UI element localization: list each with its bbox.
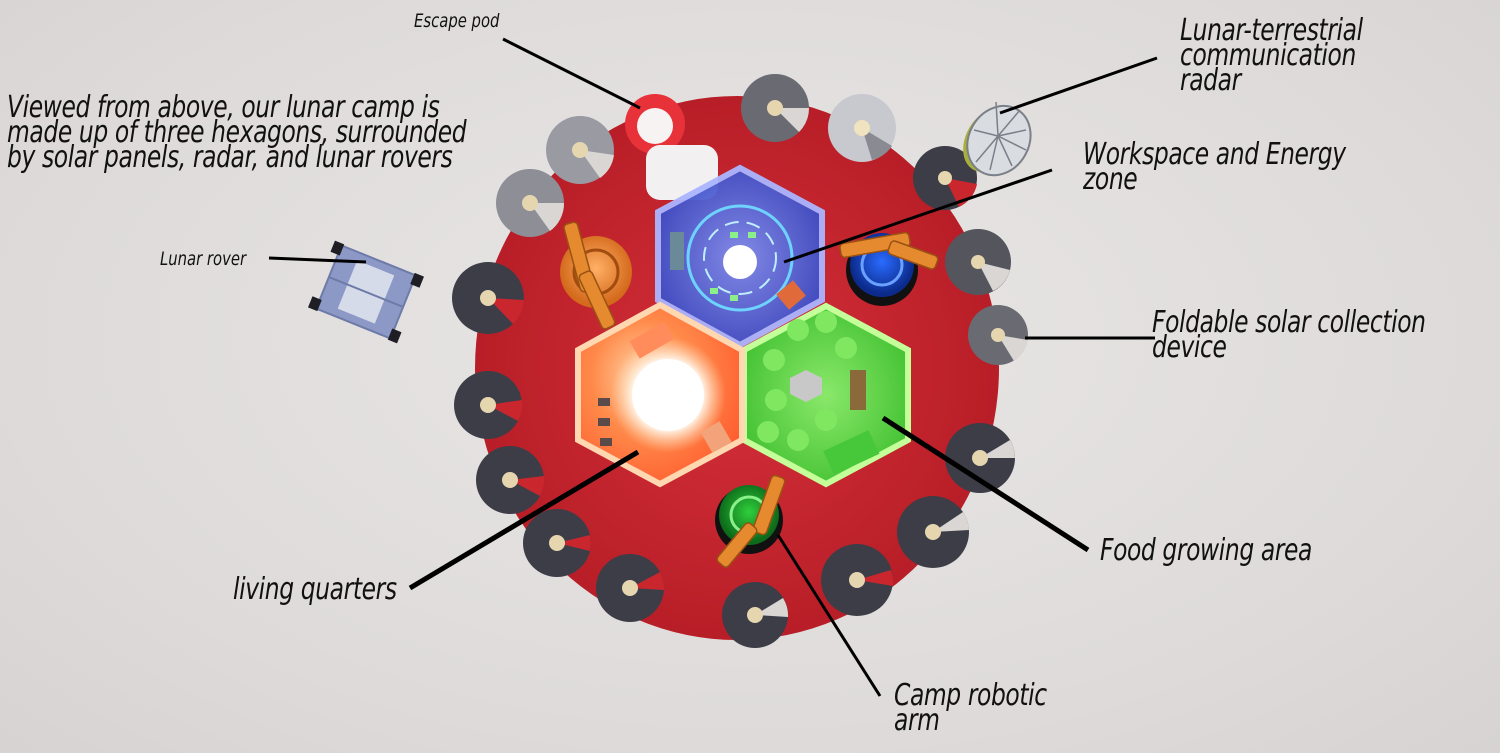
solar-panel: [945, 423, 1015, 493]
description-text: Viewed from above, our lunar camp is mad…: [7, 90, 467, 175]
label-robotic-arm-line: Camp robotic: [894, 678, 1047, 713]
label-radar: Lunar-terrestrial communication radar: [1180, 13, 1363, 98]
leader-lines: [268, 37, 1158, 697]
leader-lunar-rover: [268, 256, 367, 264]
label-workspace-line: Workspace and Energy: [1083, 137, 1346, 172]
solar-panel: [454, 371, 523, 439]
living-module: [575, 301, 745, 488]
leader-robotic-arm: [776, 534, 882, 697]
label-workspace-line: zone: [1083, 162, 1138, 197]
solar-panel: [741, 74, 809, 142]
leader-escape-pod: [502, 37, 641, 110]
solar-panel: [496, 169, 565, 237]
food-module: [741, 302, 911, 488]
label-living: living quarters: [233, 572, 397, 607]
solar-panel-ring: [452, 74, 1028, 648]
solar-panel: [523, 509, 591, 577]
solar-panel: [546, 116, 614, 184]
solar-panel: [828, 94, 896, 162]
label-solar-line: Foldable solar collection: [1152, 305, 1426, 340]
lunar-rover: [308, 240, 424, 344]
label-robotic-arm-line: arm: [894, 703, 940, 738]
label-escape-pod: Escape pod: [414, 10, 500, 32]
leader-radar: [999, 56, 1158, 115]
solar-panel: [945, 229, 1011, 295]
description-line: Viewed from above, our lunar camp is: [7, 90, 440, 125]
label-radar-line: communication: [1180, 38, 1356, 73]
solar-panel: [452, 262, 524, 334]
description-line: by solar panels, radar, and lunar rovers: [7, 140, 453, 175]
solar-panel: [968, 305, 1028, 365]
leader-workspace: [783, 168, 1053, 264]
leader-food: [881, 415, 1090, 553]
solar-panel: [821, 544, 894, 616]
label-radar-line: radar: [1180, 63, 1241, 98]
solar-panel: [596, 554, 665, 622]
label-solar-line: device: [1152, 330, 1227, 365]
solar-panel: [476, 446, 545, 514]
label-robotic-arm: Camp robotic arm: [894, 678, 1047, 738]
workspace-module: [655, 164, 825, 349]
solar-panel: [722, 582, 789, 648]
robotic-arm: [563, 221, 939, 568]
description-line: made up of three hexagons, surrounded: [7, 115, 467, 150]
label-workspace: Workspace and Energy zone: [1083, 137, 1346, 197]
label-solar: Foldable solar collection device: [1152, 305, 1426, 365]
label-food: Food growing area: [1100, 533, 1313, 568]
solar-panel: [897, 496, 969, 568]
label-lunar-rover: Lunar rover: [160, 248, 247, 270]
radar-dish: [963, 101, 1032, 177]
leader-living: [408, 449, 640, 591]
label-radar-line: Lunar-terrestrial: [1180, 13, 1363, 48]
